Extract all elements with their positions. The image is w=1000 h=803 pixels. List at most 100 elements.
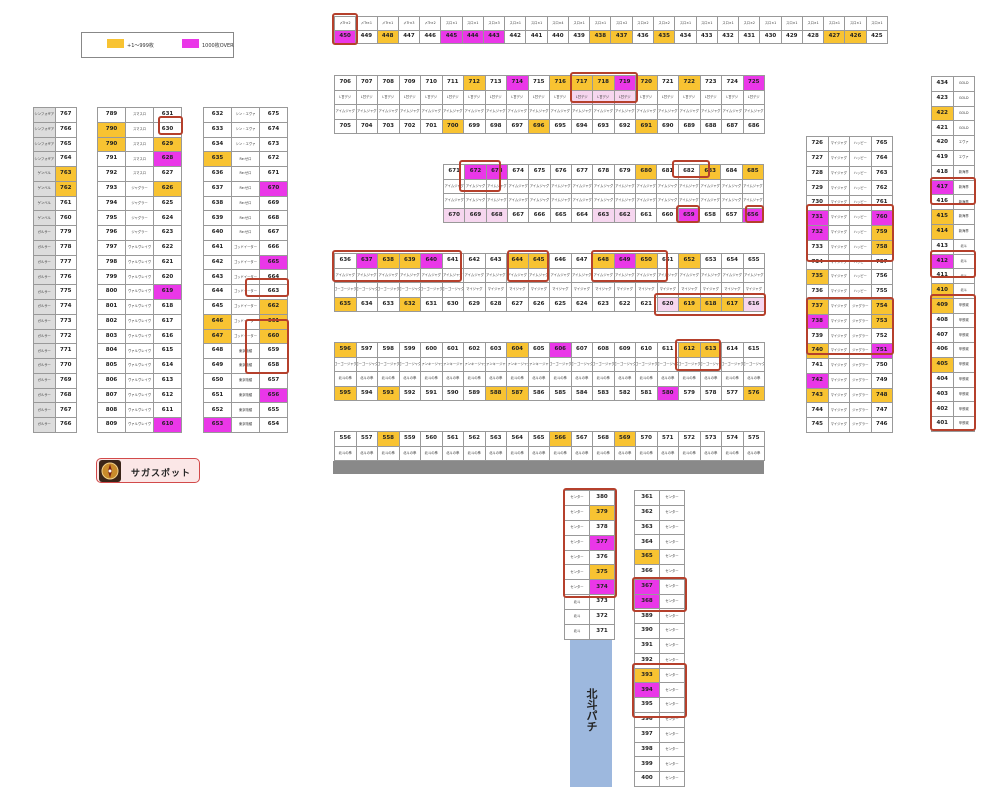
machine-number[interactable]: 402 (932, 402, 954, 418)
machine-number[interactable]: 444 (462, 30, 484, 44)
machine-number[interactable]: 368 (635, 594, 660, 610)
machine-number[interactable]: 656 (260, 388, 288, 404)
machine-number[interactable]: 443 (483, 30, 506, 44)
machine-number[interactable]: 675 (529, 165, 551, 180)
machine-number[interactable]: 608 (593, 343, 615, 358)
machine-number[interactable]: 664 (572, 208, 594, 223)
machine-number[interactable]: 686 (743, 119, 765, 134)
machine-number[interactable]: 758 (871, 240, 893, 256)
machine-number[interactable]: 579 (679, 386, 701, 401)
machine-number[interactable]: 803 (98, 329, 126, 345)
machine-number[interactable]: 698 (485, 119, 507, 134)
machine-number[interactable]: 559 (399, 432, 421, 447)
machine-number[interactable]: 790 (98, 122, 126, 138)
machine-number[interactable]: 711 (442, 76, 464, 91)
machine-number[interactable]: 620 (154, 270, 182, 286)
machine-number[interactable]: 616 (154, 329, 182, 345)
machine-number[interactable]: 612 (679, 343, 701, 358)
machine-number[interactable]: 403 (932, 387, 954, 403)
machine-number[interactable]: 778 (55, 240, 77, 256)
machine-number[interactable]: 398 (635, 742, 660, 758)
machine-number[interactable]: 797 (98, 240, 126, 256)
machine-number[interactable]: 409 (932, 298, 954, 314)
machine-number[interactable]: 750 (871, 359, 893, 374)
machine-number[interactable]: 399 (635, 757, 660, 773)
machine-number[interactable]: 760 (55, 211, 77, 227)
machine-number[interactable]: 746 (871, 418, 893, 433)
machine-number[interactable]: 645 (204, 300, 232, 315)
machine-number[interactable]: 580 (657, 386, 679, 401)
machine-number[interactable]: 380 (590, 491, 615, 506)
machine-number[interactable]: 701 (421, 119, 443, 134)
machine-number[interactable]: 450 (335, 30, 357, 44)
machine-number[interactable]: 773 (55, 314, 77, 330)
machine-number[interactable]: 401 (932, 417, 954, 432)
machine-number[interactable]: 420 (932, 136, 954, 151)
machine-number[interactable]: 414 (932, 224, 954, 240)
machine-number[interactable]: 628 (485, 297, 507, 312)
machine-number[interactable]: 749 (871, 373, 893, 389)
machine-number[interactable]: 427 (824, 30, 846, 44)
machine-number[interactable]: 654 (260, 418, 288, 433)
machine-number[interactable]: 449 (356, 30, 378, 44)
machine-number[interactable]: 391 (635, 639, 660, 654)
machine-number[interactable]: 670 (260, 181, 288, 197)
machine-number[interactable]: 645 (528, 254, 550, 269)
machine-number[interactable]: 677 (572, 165, 594, 180)
machine-number[interactable]: 404 (932, 372, 954, 388)
machine-number[interactable]: 742 (807, 373, 829, 389)
machine-number[interactable]: 361 (635, 491, 660, 506)
machine-number[interactable]: 644 (507, 254, 529, 269)
machine-number[interactable]: 751 (871, 344, 893, 359)
machine-number[interactable]: 565 (528, 432, 550, 447)
machine-number[interactable]: 681 (657, 165, 679, 180)
machine-number[interactable]: 720 (636, 76, 658, 91)
machine-number[interactable]: 624 (154, 211, 182, 227)
machine-number[interactable]: 594 (356, 386, 378, 401)
machine-number[interactable]: 655 (260, 403, 288, 419)
machine-number[interactable]: 620 (657, 297, 679, 312)
machine-number[interactable]: 622 (614, 297, 636, 312)
machine-number[interactable]: 649 (204, 359, 232, 374)
machine-number[interactable]: 652 (679, 254, 701, 269)
machine-number[interactable]: 574 (722, 432, 744, 447)
machine-number[interactable]: 425 (866, 30, 888, 44)
machine-number[interactable]: 415 (932, 210, 954, 225)
machine-number[interactable]: 570 (636, 432, 658, 447)
machine-number[interactable]: 631 (154, 108, 182, 123)
machine-number[interactable]: 646 (204, 314, 232, 330)
machine-number[interactable]: 568 (593, 432, 615, 447)
machine-number[interactable]: 714 (507, 76, 529, 91)
machine-number[interactable]: 642 (204, 255, 232, 271)
machine-number[interactable]: 575 (743, 432, 765, 447)
machine-number[interactable]: 374 (590, 580, 615, 596)
machine-number[interactable]: 764 (871, 151, 893, 167)
machine-number[interactable]: 625 (550, 297, 572, 312)
machine-number[interactable]: 581 (636, 386, 658, 401)
machine-number[interactable]: 601 (442, 343, 464, 358)
machine-number[interactable]: 447 (398, 30, 421, 44)
machine-number[interactable]: 378 (590, 520, 615, 536)
machine-number[interactable]: 766 (55, 418, 77, 433)
machine-number[interactable]: 708 (378, 76, 400, 91)
machine-number[interactable]: 393 (635, 668, 660, 684)
machine-number[interactable]: 595 (335, 386, 357, 401)
machine-number[interactable]: 636 (204, 167, 232, 182)
machine-number[interactable]: 558 (378, 432, 400, 447)
machine-number[interactable]: 638 (378, 254, 400, 269)
machine-number[interactable]: 798 (98, 255, 126, 271)
machine-number[interactable]: 669 (465, 208, 487, 223)
machine-number[interactable]: 726 (807, 137, 829, 152)
machine-number[interactable]: 790 (98, 137, 126, 153)
machine-number[interactable]: 718 (593, 76, 615, 91)
machine-number[interactable]: 435 (654, 30, 676, 44)
machine-number[interactable]: 712 (464, 76, 486, 91)
machine-number[interactable]: 653 (204, 418, 232, 433)
machine-number[interactable]: 436 (632, 30, 655, 44)
machine-number[interactable]: 664 (260, 270, 288, 286)
machine-number[interactable]: 592 (399, 386, 421, 401)
machine-number[interactable]: 446 (420, 30, 442, 44)
machine-number[interactable]: 674 (508, 165, 530, 180)
machine-number[interactable]: 585 (550, 386, 572, 401)
machine-number[interactable]: 745 (807, 418, 829, 433)
